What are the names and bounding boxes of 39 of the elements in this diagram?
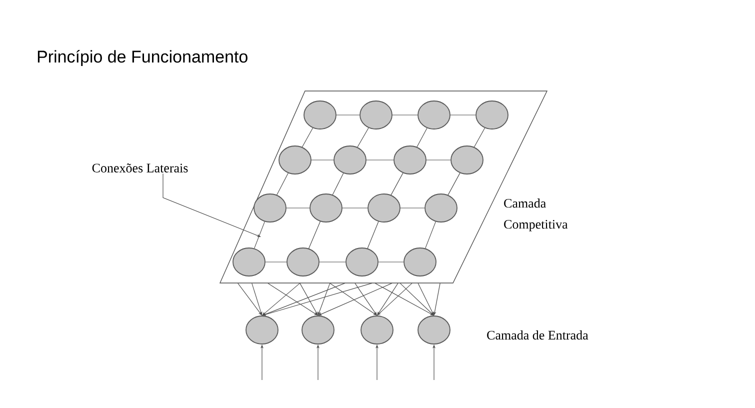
neuron-circle	[360, 100, 392, 130]
neuron-circle	[246, 316, 278, 344]
neuron-circle	[346, 248, 378, 276]
neuron-circle	[360, 316, 394, 344]
connection-line	[390, 172, 404, 196]
neuron-circle	[424, 194, 458, 222]
neuron-circle	[450, 146, 484, 174]
connection-line	[450, 114, 476, 116]
connection-line	[367, 221, 379, 249]
neuron-circle	[418, 316, 450, 344]
connection-line	[302, 128, 314, 148]
neuron-circle	[310, 194, 342, 222]
connection-line	[332, 172, 344, 196]
connection-line	[254, 221, 265, 249]
neuron-circle	[304, 100, 336, 130]
neuron-circle	[302, 316, 334, 344]
connection-line	[357, 128, 369, 148]
neuron-circle	[476, 100, 508, 130]
neuron-circle	[286, 248, 320, 276]
title: Princípio de Funcionamento	[38, 50, 248, 66]
callout-text: Conexões Laterais	[92, 164, 188, 172]
connection-line	[336, 114, 360, 116]
neuron-circle	[232, 248, 266, 276]
neuron-circle	[394, 146, 426, 174]
layer-label: Camada Competitiva	[504, 198, 568, 232]
neuron-circle	[334, 146, 366, 174]
connection-line	[474, 128, 486, 148]
connection-line	[276, 172, 288, 196]
connection-line	[308, 221, 321, 249]
neuron-circle	[278, 146, 312, 174]
connection-line	[416, 128, 428, 148]
neuron-circle	[418, 100, 450, 130]
connection-line	[425, 221, 436, 249]
neuron-circle	[404, 248, 436, 276]
connection-line	[448, 172, 460, 196]
neuron-circle	[368, 194, 400, 222]
neuron-circle	[254, 194, 286, 222]
layer-label: Camada de Entrada	[487, 330, 588, 340]
connection-line	[392, 114, 418, 116]
